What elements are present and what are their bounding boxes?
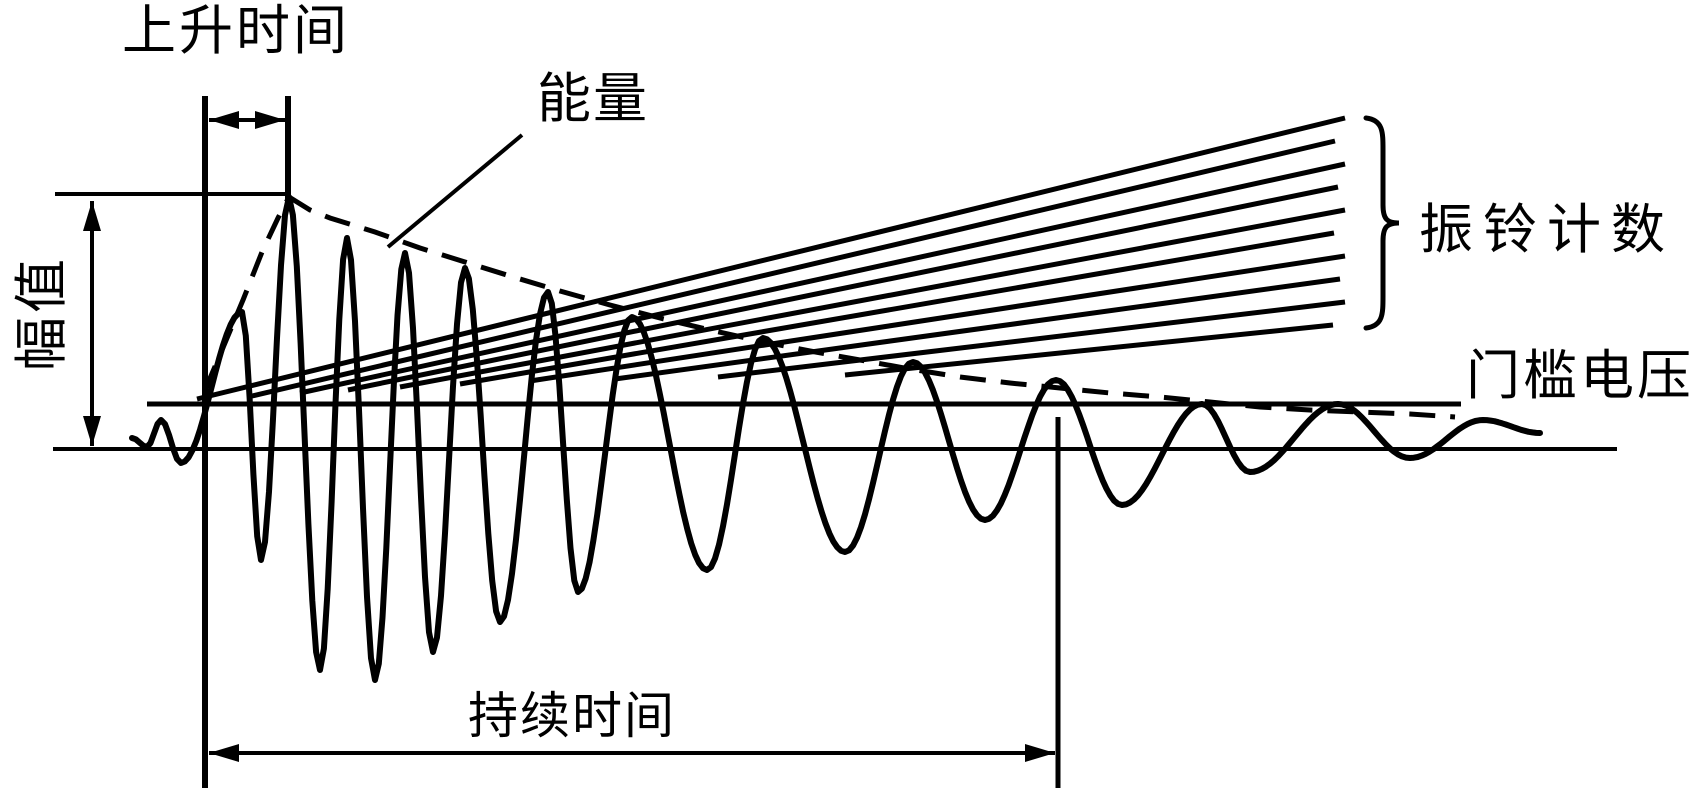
envelope-decay [287, 194, 1456, 420]
ae-waveform [129, 194, 1543, 683]
ring-count-label: 振铃计数 [1419, 200, 1675, 260]
dimension-arrows [83, 111, 1055, 762]
rise-time-arrow-head-end [255, 111, 285, 129]
fan-line-8 [717, 299, 1346, 380]
rise-time-arrow [209, 111, 285, 129]
fan-line-5 [459, 230, 1335, 387]
energy-envelope [202, 194, 1456, 420]
reference-lines [53, 96, 1617, 788]
amplitude-arrow-head-start [83, 201, 101, 231]
fan-line-0 [196, 115, 1346, 402]
ring-count-fan-lines [196, 115, 1346, 402]
ring-count-brace [1363, 115, 1400, 331]
duration-label: 持续时间 [468, 688, 676, 744]
waveform-path [129, 194, 1543, 683]
duration-arrow-head-start [209, 744, 239, 762]
threshold-voltage-label: 门槛电压 [1466, 346, 1694, 406]
duration-arrow [209, 744, 1055, 762]
amplitude-arrow [83, 201, 101, 446]
leader-and-brace [386, 115, 1400, 331]
fan-line-7 [614, 276, 1341, 382]
rise-time-arrow-head-start [209, 111, 239, 129]
duration-arrow-head-end [1025, 744, 1055, 762]
energy-label: 能量 [537, 69, 649, 129]
amplitude-label: 幅值 [12, 255, 72, 371]
fan-line-9 [844, 322, 1334, 378]
fan-line-6 [529, 253, 1346, 384]
fan-line-1 [251, 138, 1336, 399]
rise-time-label: 上升时间 [122, 1, 350, 61]
energy-leader-line [386, 133, 524, 249]
amplitude-arrow-head-end [83, 416, 101, 446]
envelope-rise [202, 195, 292, 391]
fan-line-3 [347, 184, 1339, 393]
